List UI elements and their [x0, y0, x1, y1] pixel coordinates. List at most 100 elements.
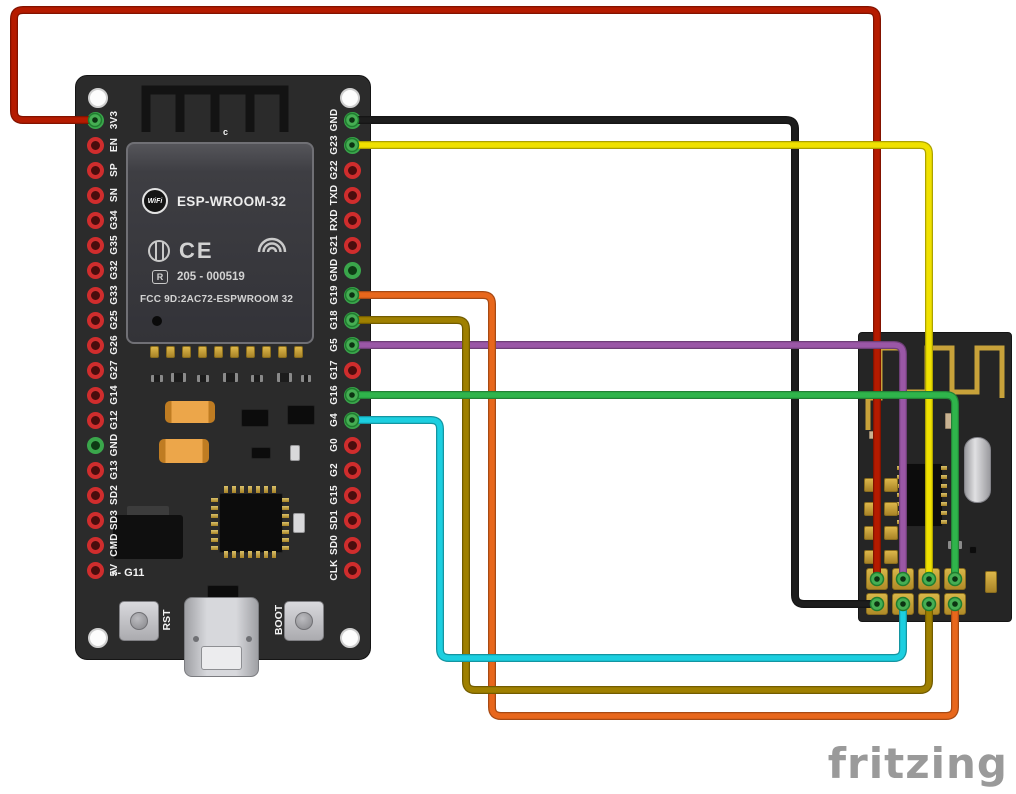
esp32-pin-left-g34[interactable]: [86, 211, 104, 229]
smd-component: [945, 413, 954, 429]
wire-black-gnd-gnd-outline[interactable]: [348, 116, 881, 608]
esp32-ic-pin-right-6: [282, 546, 289, 550]
esp32-pin-right-rxd[interactable]: [343, 211, 361, 229]
fritzing-logo: fritzing: [827, 739, 1008, 788]
wire-black-gnd-gnd[interactable]: [349, 117, 880, 607]
esp32-ic-pin-top-1: [232, 486, 236, 493]
smd-component: [251, 375, 263, 382]
esp32-ic-pin-bot-0: [224, 551, 228, 558]
esp32-ic-pin-left-2: [211, 514, 218, 518]
transistor: [251, 447, 271, 459]
wire-olive-g18-sck-outline[interactable]: [348, 316, 933, 694]
esp32-pin-right-clk[interactable]: [343, 561, 361, 579]
esp32-pin-left-g14[interactable]: [86, 386, 104, 404]
esp32-pin-right-g16[interactable]: [343, 386, 361, 404]
esp32-pin-right-gnd[interactable]: [343, 111, 361, 129]
wire-olive-g18-sck[interactable]: [349, 317, 932, 693]
voltage-regulator: [113, 515, 183, 559]
nrf-footprint-pad-1: [884, 478, 898, 492]
wire-yellow-g23-mosi-outline[interactable]: [348, 141, 933, 583]
esp32-ic-pin-right-0: [282, 498, 289, 502]
esp32-pin-left-g26[interactable]: [86, 336, 104, 354]
esp32-pin-left-gnd[interactable]: [86, 436, 104, 454]
esp32-shield-pad-3: [198, 346, 207, 358]
esp32-ic-pin-top-4: [256, 486, 260, 493]
transistor: [287, 405, 315, 425]
nrf-pad-csn[interactable]: [892, 568, 914, 590]
nrf-footprint-pad-4: [864, 526, 878, 540]
wire-purple-g5-csn[interactable]: [349, 342, 906, 582]
esp32-pin-left-sd2[interactable]: [86, 486, 104, 504]
esp32-shield-pad-2: [182, 346, 191, 358]
esp32-pin-right-g18[interactable]: [343, 311, 361, 329]
esp32-pin-right-sd0[interactable]: [343, 536, 361, 554]
esp32-ic-pin-top-0: [224, 486, 228, 493]
esp32-ic-pin-bot-4: [256, 551, 260, 558]
esp32-pin-right-g21[interactable]: [343, 236, 361, 254]
smd-component: [277, 373, 292, 382]
esp32-pin-left-g13[interactable]: [86, 461, 104, 479]
wire-yellow-g23-mosi[interactable]: [349, 142, 932, 582]
esp32-pin-left-sp[interactable]: [86, 161, 104, 179]
esp32-ic-pin-bot-3: [248, 551, 252, 558]
esp32-pin-left-sd3[interactable]: [86, 511, 104, 529]
smd-component: [171, 373, 186, 382]
edge-pad: [985, 571, 997, 593]
esp32-pin-right-g4[interactable]: [343, 411, 361, 429]
esp32-pin-right-g5[interactable]: [343, 336, 361, 354]
esp32-pin-right-g22[interactable]: [343, 161, 361, 179]
esp32-pin-right-g0[interactable]: [343, 436, 361, 454]
nrf-ic-pin-left-0: [897, 466, 903, 470]
wire-cyan-g4-irq[interactable]: [349, 417, 906, 661]
boot-button[interactable]: [284, 601, 324, 641]
esp32-mounting-hole-br: [340, 628, 360, 648]
esp32-pin-left-g12[interactable]: [86, 411, 104, 429]
shield-dot: [152, 316, 162, 326]
esp32-ic-pin-top-2: [240, 486, 244, 493]
boot-button-label: BOOT: [273, 604, 285, 636]
nrf-footprint-pad-3: [884, 502, 898, 516]
esp32-pin-right-gnd[interactable]: [343, 261, 361, 279]
nrf-pad-vcc[interactable]: [866, 568, 888, 590]
esp32-pin-left-3v3[interactable]: [86, 111, 104, 129]
esp32-ic-pin-left-4: [211, 530, 218, 534]
usb-screw-dot: [193, 636, 199, 642]
esp32-pin-right-g19[interactable]: [343, 286, 361, 304]
esp32-ic-pin-left-6: [211, 546, 218, 550]
nrf-pad-irq[interactable]: [892, 593, 914, 615]
nrf-ic-pin-right-2: [941, 484, 947, 488]
nrf-footprint-pad-6: [864, 550, 878, 564]
smd-component: [290, 445, 300, 461]
esp32-shield-pad-7: [262, 346, 271, 358]
esp32-pin-label-right-clk: CLK: [329, 559, 340, 581]
nrf-pad-miso[interactable]: [944, 593, 966, 615]
rst-button[interactable]: [119, 601, 159, 641]
esp32-ic-pin-left-1: [211, 506, 218, 510]
esp32-pin-left-5v[interactable]: [86, 561, 104, 579]
esp32-pin-right-txd[interactable]: [343, 186, 361, 204]
wire-purple-g5-csn-outline[interactable]: [348, 341, 907, 583]
esp32-pin-left-g27[interactable]: [86, 361, 104, 379]
esp32-pin-left-sn[interactable]: [86, 186, 104, 204]
nrf-pad-mosi[interactable]: [918, 568, 940, 590]
nrf-pad-gnd[interactable]: [866, 593, 888, 615]
esp32-pin-left-g25[interactable]: [86, 311, 104, 329]
esp32-pin-right-g23[interactable]: [343, 136, 361, 154]
esp32-pin-left-cmd[interactable]: [86, 536, 104, 554]
esp32-pin-right-sd1[interactable]: [343, 511, 361, 529]
ce-mark-label: CE: [179, 238, 214, 263]
nrf-footprint-pad-0: [864, 478, 878, 492]
esp32-pin-left-g35[interactable]: [86, 236, 104, 254]
esp32-pin-left-g33[interactable]: [86, 286, 104, 304]
esp32-serial-label: 205 - 000519: [177, 271, 245, 283]
esp32-pin-left-g32[interactable]: [86, 261, 104, 279]
esp32-pin-right-g2[interactable]: [343, 461, 361, 479]
registered-mark-icon: R: [152, 270, 168, 284]
esp32-pin-right-g17[interactable]: [343, 361, 361, 379]
wire-cyan-g4-irq-outline[interactable]: [348, 416, 907, 662]
nrf-pad-ce[interactable]: [944, 568, 966, 590]
esp32-pin-right-g15[interactable]: [343, 486, 361, 504]
nrf-pad-sck[interactable]: [918, 593, 940, 615]
esp32-pin-left-en[interactable]: [86, 136, 104, 154]
